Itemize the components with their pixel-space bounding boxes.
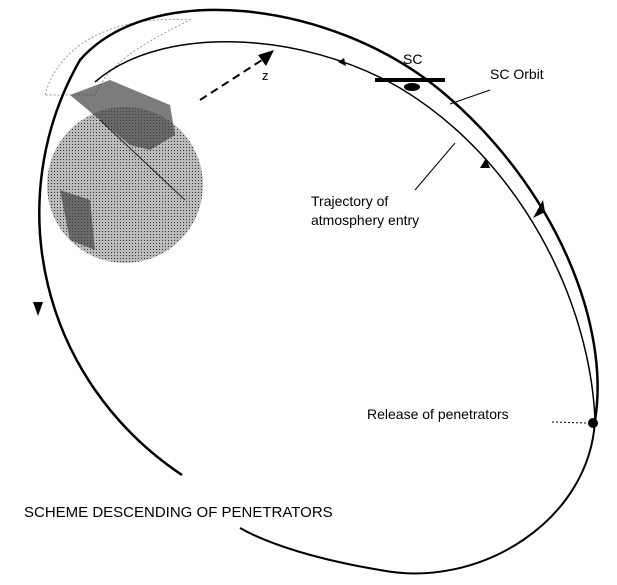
sc-orbit-label: SC Orbit: [490, 66, 544, 82]
sc-orbit-path: [38, 8, 599, 477]
diagram-title: SCHEME DESCENDING OF PENETRATORS: [24, 504, 333, 521]
sc-label: SC: [403, 51, 423, 67]
direction-arrow-left: [33, 302, 43, 316]
z-axis-arrowhead: [258, 50, 274, 66]
z-axis-label: z: [262, 68, 269, 83]
entry-trajectory-path: [94, 41, 596, 421]
trajectory-label-1: Trajectory of: [311, 193, 389, 209]
atmosphere-hatching: [44, 18, 192, 96]
direction-arrow-right: [533, 200, 545, 218]
spacecraft-core: [404, 83, 420, 91]
release-point: [588, 418, 598, 428]
planet-meridian: [99, 119, 186, 201]
trajectory-pointer: [414, 142, 456, 191]
direction-arrow-inner: [480, 158, 490, 168]
direction-arrow-top: [338, 58, 346, 66]
trajectory-label-2: atmosphery entry: [311, 212, 420, 228]
release-label: Release of penetrators: [367, 406, 509, 422]
sc-orbit-path-lower: [239, 419, 596, 575]
release-pointer: [551, 421, 587, 424]
z-axis-line: [199, 59, 263, 101]
planet-landmass: [60, 80, 175, 250]
sc-orbit-pointer: [449, 89, 491, 105]
